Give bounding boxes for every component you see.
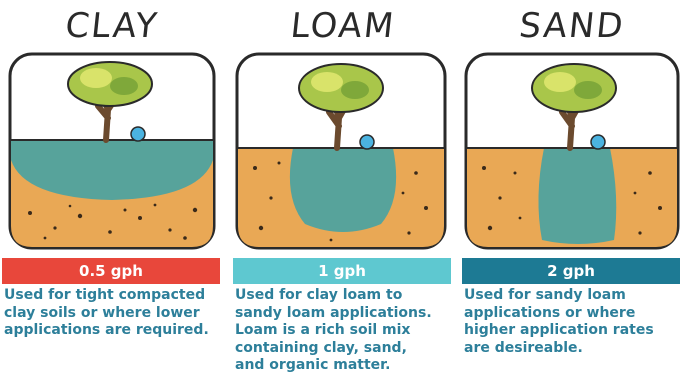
- panel-title: CLAY: [63, 6, 161, 46]
- emitter-icon: [359, 134, 375, 150]
- emitter-icon: [590, 134, 606, 150]
- emitter-icon: [130, 126, 146, 142]
- flow-rate-label: 0.5 gph: [2, 258, 220, 284]
- soil-description: Used for tight compacted clay soils or w…: [4, 287, 209, 338]
- flow-rate-label: 2 gph: [462, 258, 680, 284]
- clay-soil-illustration: [8, 52, 216, 250]
- soil-speckles: [482, 166, 662, 235]
- soil-panel-loam: LOAM 1 gph Used for clay loam to sandy l…: [231, 0, 455, 381]
- soil-panel-sand: SAND 2 gph Used for sandy loam applicati…: [460, 0, 684, 381]
- flow-rate-label: 1 gph: [233, 258, 451, 284]
- tree-icon: [67, 61, 153, 143]
- soil-speckles: [253, 161, 428, 242]
- tree-icon: [298, 63, 384, 151]
- water-zone: [538, 148, 617, 244]
- water-zone: [289, 148, 397, 232]
- soil-description: Used for clay loam to sandy loam applica…: [235, 287, 432, 373]
- water-zone: [11, 140, 213, 200]
- soil-panel-clay: CLAY 0.5 gph Used for tight compacted cl…: [0, 0, 224, 381]
- loam-soil-illustration: [235, 52, 447, 250]
- sand-soil-illustration: [464, 52, 680, 250]
- panel-title: SAND: [517, 6, 627, 46]
- soil-description: Used for sandy loam applications or wher…: [464, 287, 654, 356]
- tree-icon: [531, 63, 617, 151]
- soil-speckles: [28, 203, 198, 240]
- panel-title: LOAM: [288, 6, 398, 46]
